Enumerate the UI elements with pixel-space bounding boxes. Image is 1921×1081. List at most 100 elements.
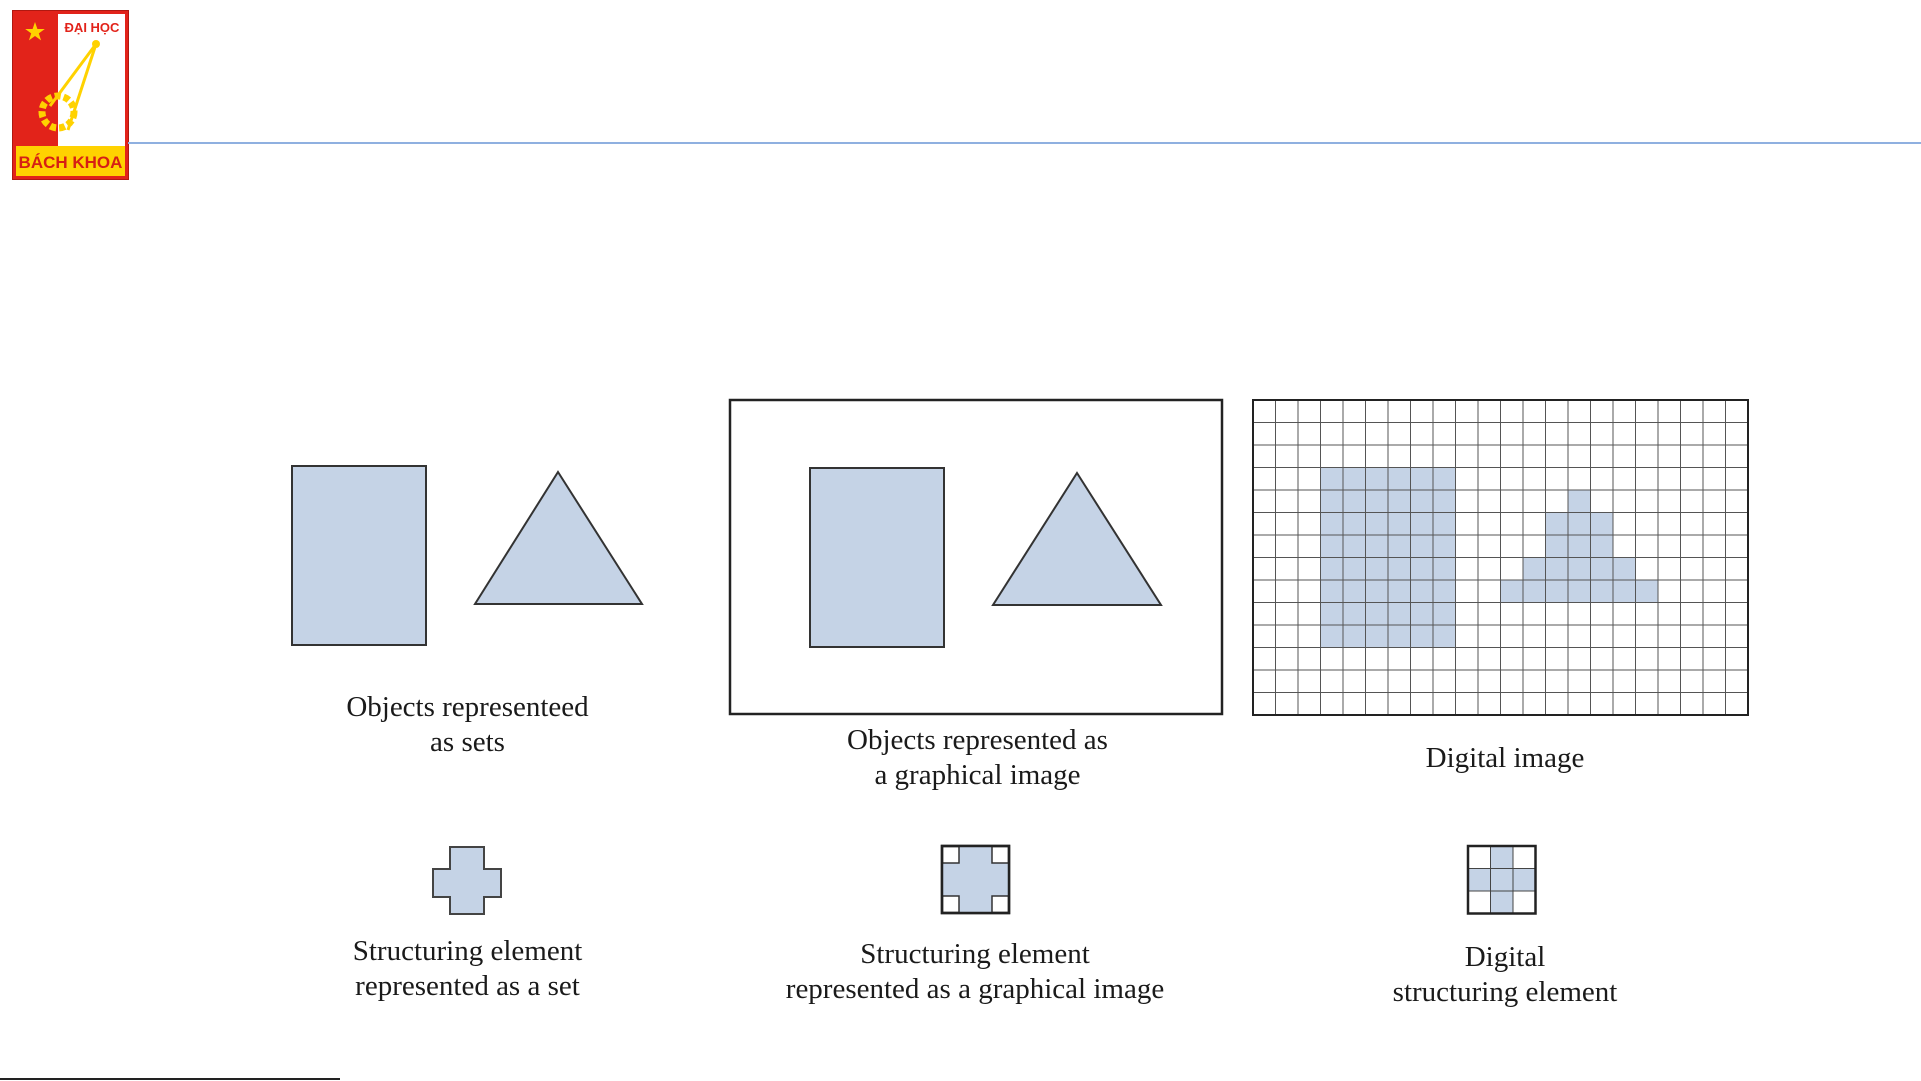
digital-image-cell <box>1591 558 1614 581</box>
digital-image-cell <box>1321 490 1344 513</box>
digital-image-cell <box>1523 580 1546 603</box>
digital-image-cell <box>1321 535 1344 558</box>
digital-image-cell <box>1321 603 1344 626</box>
graphical-triangle <box>993 473 1161 605</box>
caption-line: a graphical image <box>770 758 1185 793</box>
digital-image-cell <box>1366 468 1389 491</box>
caption-se-graphical: Structuring element represented as a gra… <box>745 937 1205 1007</box>
digital-image-cell <box>1411 490 1434 513</box>
graphical-rectangle <box>810 468 944 647</box>
digital-image-cell <box>1636 580 1659 603</box>
digital-image-cell <box>1321 625 1344 648</box>
digital-image-cell <box>1321 558 1344 581</box>
digital-image-cell <box>1343 603 1366 626</box>
digital-image-cell <box>1433 513 1456 536</box>
caption-line: Objects represented as <box>770 723 1185 758</box>
digital-image-cell <box>1343 490 1366 513</box>
digital-image-cell <box>1546 580 1569 603</box>
digital-image-cell <box>1343 580 1366 603</box>
digital-image-cell <box>1388 490 1411 513</box>
digital-image-cell <box>1613 580 1636 603</box>
digital-image-cell <box>1546 558 1569 581</box>
digital-image-cell <box>1591 535 1614 558</box>
digital-image-cell <box>1613 558 1636 581</box>
digital-image-cell <box>1433 490 1456 513</box>
caption-se-digital: Digital structuring element <box>1355 940 1655 1010</box>
digital-image-cell <box>1366 535 1389 558</box>
caption-line: Digital image <box>1350 741 1660 776</box>
footer-divider <box>0 1078 340 1080</box>
digital-image-cell <box>1366 603 1389 626</box>
se-digital-cell <box>1513 869 1536 892</box>
digital-image-cell <box>1321 513 1344 536</box>
digital-image-cell <box>1568 513 1591 536</box>
digital-image-cell <box>1433 558 1456 581</box>
digital-image-cell <box>1411 468 1434 491</box>
digital-image-cell <box>1343 625 1366 648</box>
caption-line: represented as a set <box>305 969 630 1004</box>
digital-image-cell <box>1388 603 1411 626</box>
digital-image-cell <box>1433 535 1456 558</box>
caption-line: Structuring element <box>305 934 630 969</box>
digital-image-cell <box>1411 558 1434 581</box>
digital-image-cell <box>1546 513 1569 536</box>
digital-image-cell <box>1388 625 1411 648</box>
se-digital-cell <box>1491 869 1514 892</box>
digital-image-cell <box>1433 468 1456 491</box>
digital-image-cell <box>1366 490 1389 513</box>
digital-image-cell <box>1501 580 1524 603</box>
digital-image-cell <box>1388 558 1411 581</box>
se-digital-cell <box>1491 891 1514 914</box>
digital-image-cell <box>1523 558 1546 581</box>
caption-line: structuring element <box>1355 975 1655 1010</box>
digital-image-cell <box>1433 625 1456 648</box>
digital-image-cell <box>1366 625 1389 648</box>
digital-image-cell <box>1546 535 1569 558</box>
digital-image-cell <box>1411 535 1434 558</box>
se-graphical <box>942 846 1009 913</box>
caption-graphical-image: Objects represented as a graphical image <box>770 723 1185 793</box>
graphical-image-frame <box>730 400 1222 714</box>
digital-image-cell <box>1591 513 1614 536</box>
caption-se-set: Structuring element represented as a set <box>305 934 630 1004</box>
caption-line: represented as a graphical image <box>745 972 1205 1007</box>
digital-image-cell <box>1568 535 1591 558</box>
digital-image-cell <box>1411 513 1434 536</box>
digital-image-cell <box>1366 558 1389 581</box>
digital-image-cell <box>1343 468 1366 491</box>
digital-image-cell <box>1568 490 1591 513</box>
digital-image-grid <box>1253 400 1748 715</box>
digital-image-cell <box>1321 468 1344 491</box>
caption-line: Objects representeed <box>290 690 645 725</box>
digital-image-cell <box>1411 603 1434 626</box>
digital-image-cell <box>1343 558 1366 581</box>
caption-digital-image: Digital image <box>1350 741 1660 776</box>
digital-image-cell <box>1366 513 1389 536</box>
digital-image-cell <box>1433 580 1456 603</box>
digital-image-cell <box>1343 513 1366 536</box>
digital-image-cell <box>1321 580 1344 603</box>
caption-line: as sets <box>290 725 645 760</box>
se-digital-grid <box>1468 846 1536 914</box>
digital-image-cell <box>1568 558 1591 581</box>
digital-image-cell <box>1366 580 1389 603</box>
digital-image-cell <box>1388 535 1411 558</box>
digital-image-cell <box>1343 535 1366 558</box>
digital-image-cell <box>1388 468 1411 491</box>
digital-image-cell <box>1568 580 1591 603</box>
caption-line: Structuring element <box>745 937 1205 972</box>
se-set-cross <box>433 847 501 914</box>
se-digital-cell <box>1491 846 1514 869</box>
caption-objects-as-sets: Objects representeed as sets <box>290 690 645 760</box>
digital-image-cell <box>1433 603 1456 626</box>
digital-image-cell <box>1411 580 1434 603</box>
set-triangle <box>475 472 642 604</box>
digital-image-cell <box>1388 513 1411 536</box>
set-rectangle <box>292 466 426 645</box>
digital-image-cell <box>1388 580 1411 603</box>
se-digital-cell <box>1468 869 1491 892</box>
digital-image-cell <box>1411 625 1434 648</box>
caption-line: Digital <box>1355 940 1655 975</box>
digital-image-cell <box>1591 580 1614 603</box>
